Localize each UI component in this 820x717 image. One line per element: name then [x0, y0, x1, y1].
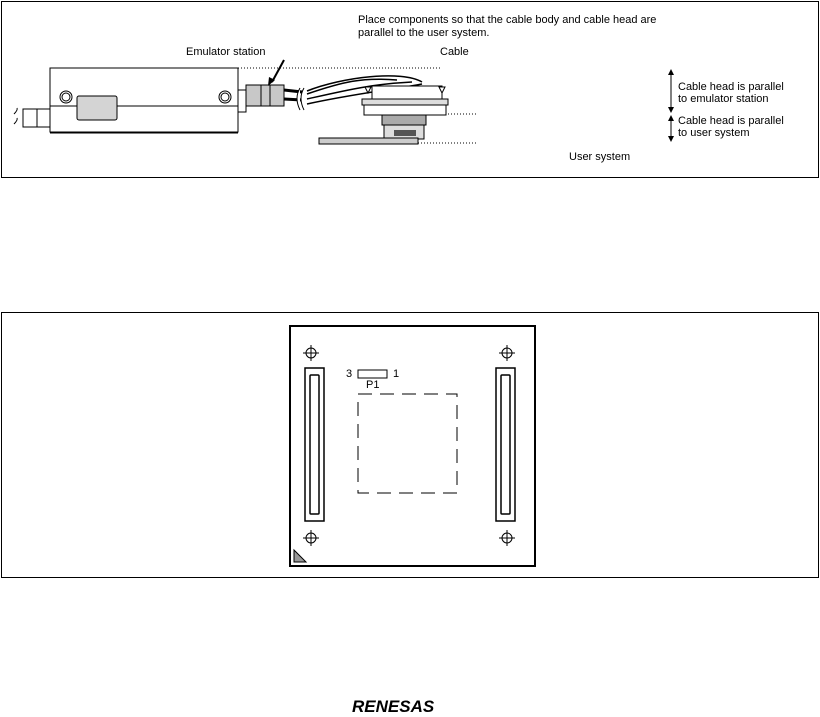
note-emulator-line2: to emulator station — [678, 93, 769, 105]
user-system-label: User system — [569, 151, 631, 163]
pin-3-label: 3 — [346, 368, 353, 380]
cable-placement-figure: Place components so that the cable body … — [1, 1, 819, 178]
note-user-line2: to user system — [678, 127, 750, 139]
cable-label: Cable — [440, 46, 469, 58]
renesas-logo: RENESAS — [352, 697, 435, 716]
instruction-text: Place components so that the cable body … — [358, 14, 657, 26]
cable-placement-drawing — [13, 59, 674, 145]
pin1-marker-icon — [293, 548, 308, 563]
note-emulator-line1: Cable head is parallel — [678, 81, 784, 93]
connector-p1-label: P1 — [366, 379, 380, 391]
mount-hole-icons — [303, 345, 515, 546]
connector-p1 — [357, 369, 388, 379]
cable-connector — [245, 84, 285, 107]
board-outline — [289, 325, 536, 567]
pin-1-label: 1 — [393, 368, 400, 380]
emulator-station-label: Emulator station — [186, 46, 266, 58]
board-layout-figure: 3 1 P1 — [1, 312, 819, 578]
instruction-text-line2: parallel to the user system. — [358, 27, 490, 39]
board-layout-drawing — [289, 325, 536, 567]
user-system-board — [318, 137, 419, 145]
note-user-line1: Cable head is parallel — [678, 115, 784, 127]
